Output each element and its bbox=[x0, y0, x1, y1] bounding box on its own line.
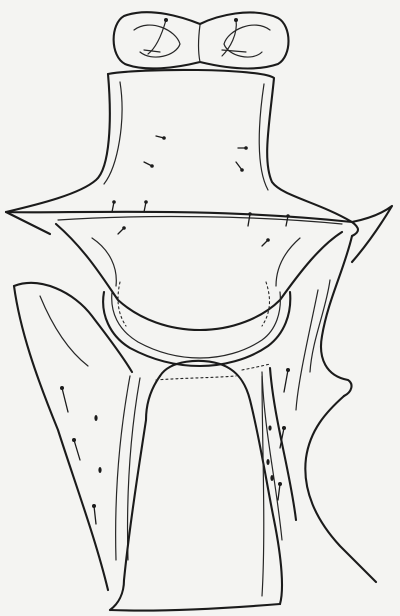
setae bbox=[60, 136, 290, 524]
surface-spots bbox=[94, 415, 273, 481]
left-flank bbox=[14, 283, 140, 590]
pronotum bbox=[6, 70, 352, 234]
lateral-lobes bbox=[6, 206, 392, 262]
right-flank bbox=[262, 236, 376, 582]
mesonotum-plate bbox=[56, 224, 342, 366]
abdomen-plate bbox=[110, 361, 282, 611]
head-capsule bbox=[114, 12, 289, 68]
